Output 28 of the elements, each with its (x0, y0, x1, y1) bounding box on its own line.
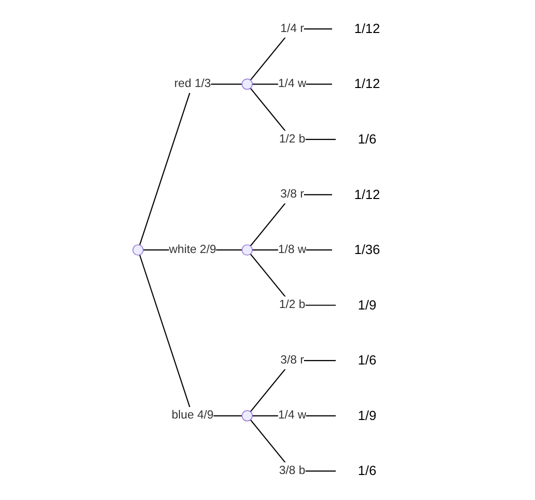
edge-label: blue 4/9 (172, 409, 214, 422)
node-point (242, 244, 253, 256)
node-point (242, 410, 253, 422)
node-text: 1/6 (358, 463, 376, 478)
edge-label: 1/2 b (279, 298, 306, 312)
node-text: 1/36 (354, 242, 380, 257)
connector (250, 360, 336, 412)
node-text: 1/9 (358, 298, 376, 312)
node-text: 1/12 (354, 21, 380, 36)
edge-label: 3/8 r (280, 188, 304, 201)
edge-label: 3/8 b (279, 464, 306, 477)
node-text: 1/12 (354, 186, 380, 202)
edge-label: 3/8 r (280, 354, 304, 366)
connector (250, 194, 332, 246)
edge-label: 1/4 r (280, 22, 304, 35)
edge-label: 1/8 w (278, 243, 306, 256)
edge-label: 1/4 w (278, 78, 306, 90)
node-text: 1/6 (358, 132, 376, 146)
edge-label: white 2/9 (168, 243, 216, 256)
edge-label: 1/2 b (279, 132, 306, 146)
node-text: 1/9 (358, 408, 376, 423)
node-text: 1/6 (358, 352, 376, 368)
node-point (132, 244, 144, 256)
edge-label: red 1/3 (174, 78, 211, 90)
connector (250, 28, 332, 81)
edge-label: 1/4 w (278, 409, 306, 422)
node-text: 1/12 (354, 76, 380, 92)
node-point (242, 78, 253, 90)
